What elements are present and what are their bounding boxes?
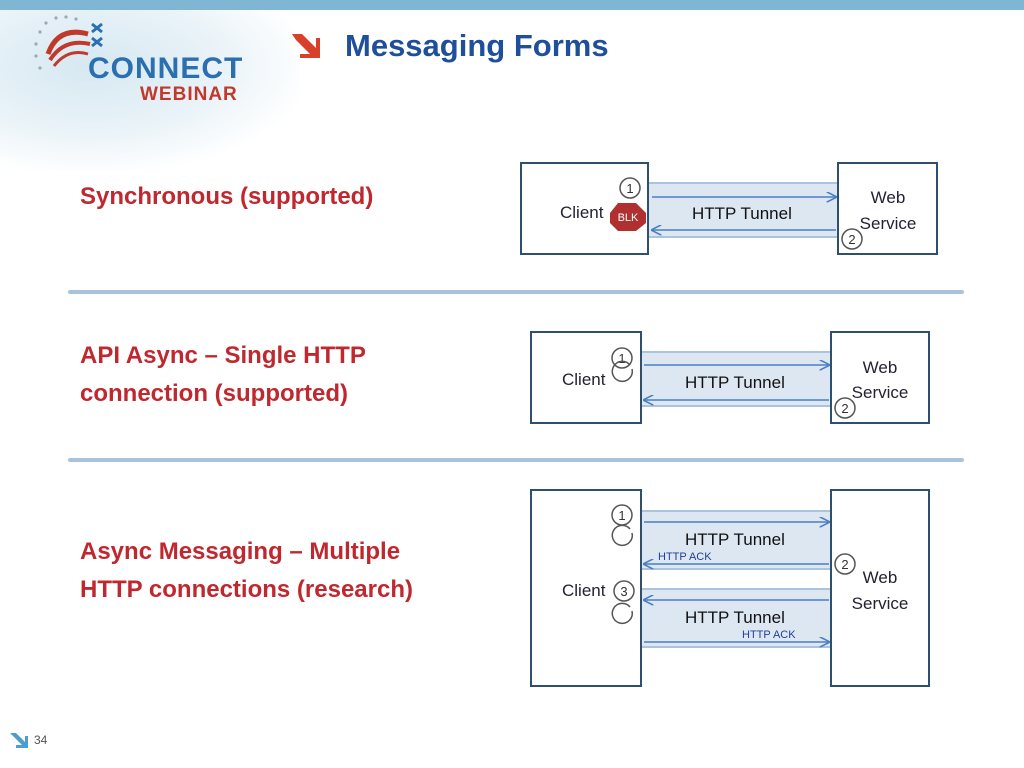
step-2-number: 2 [848,232,855,247]
footer-arrow-icon [10,733,28,748]
section-label-line: Async Messaging – Multiple [80,538,401,565]
section-label-line: connection (supported) [80,380,348,407]
async-return-icon [611,602,634,625]
page-number: 34 [34,733,48,747]
page-title: Messaging Forms [345,28,609,63]
section-label-synchronous: Synchronous (supported) [80,178,373,216]
logo-swirl-icon [34,15,103,70]
title-arrow-icon [292,34,320,58]
block-badge-icon [610,203,646,231]
logo-webinar-text: WEBINAR [140,84,238,105]
http-tunnel [649,184,837,236]
tunnel-1-label: HTTP Tunnel [685,530,785,549]
api-async-diagram: Client HTTP Tunnel Web Service 1 2 [530,331,930,424]
service-label-line1: Web [863,568,898,587]
section-label-line: HTTP connections (research) [80,576,413,603]
section-divider [68,290,964,294]
ack-1-label: HTTP ACK [658,551,712,563]
step-1-number: 1 [618,508,625,523]
step-2-number: 2 [841,401,848,416]
top-bar [0,0,1024,10]
logo-background [0,10,300,170]
step-1-marker [619,177,641,199]
service-label-line2: Service [852,594,909,613]
step-1-number: 1 [626,181,633,196]
step-2-marker [834,397,856,419]
service-label-line1: Web [863,358,898,377]
step-2-marker [841,228,863,250]
step-3-number: 3 [620,584,627,599]
client-label: Client [560,203,604,222]
tunnel-2-label: HTTP Tunnel [685,608,785,627]
logo-connect-text: CONNECT [88,52,244,85]
step-2-number: 2 [841,557,848,572]
section-label-api-async: API Async – Single HTTP connection (supp… [80,337,366,413]
connect-webinar-logo: CONNECT WEBINAR [28,14,258,105]
async-return-icon [611,524,634,547]
client-box [530,331,642,424]
ack-2-label: HTTP ACK [742,629,796,641]
section-label-line: API Async – Single HTTP [80,342,366,369]
async-return-icon [611,360,634,383]
service-label-line2: Service [860,214,917,233]
step-2-marker [834,553,856,575]
step-1-number: 1 [618,351,625,366]
web-service-box [830,489,930,687]
async-messaging-diagram: HTTP Tunnel HTTP ACK HTTP Tunnel HTTP AC… [530,489,930,687]
section-label-async-messaging: Async Messaging – Multiple HTTP connecti… [80,533,413,609]
service-label-line2: Service [852,383,909,402]
section-label-line: Synchronous (supported) [80,183,374,210]
block-badge-label: BLK [618,212,639,224]
service-label-line1: Web [871,188,906,207]
section-divider [68,458,964,462]
client-label: Client [562,581,606,600]
client-label: Client [562,370,606,389]
http-tunnel [642,353,830,405]
step-3-marker [613,580,635,602]
tunnel-label: HTTP Tunnel [692,204,792,223]
synchronous-diagram: Client HTTP Tunnel Web Service 1 BLK 2 [520,162,938,255]
tunnel-label: HTTP Tunnel [685,373,785,392]
